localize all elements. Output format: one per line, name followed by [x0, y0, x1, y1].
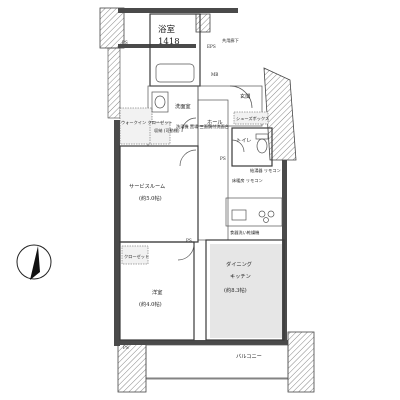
western-room-label: 洋室	[152, 288, 162, 296]
storage-label: 収納 (可動棚)	[154, 127, 180, 134]
hall-label: ホール	[207, 119, 223, 126]
door-swing-washroom	[181, 117, 197, 133]
stove-burner-3	[263, 217, 269, 223]
shoe-box-label: シューズボックス	[236, 115, 269, 122]
stove-burner-2	[267, 210, 275, 218]
toilet-label: トイレ	[236, 138, 252, 144]
hot-water-label: 給湯器 リモコン	[250, 167, 281, 174]
service-room	[119, 145, 199, 243]
bath-size: 1418	[158, 37, 180, 47]
mb-label: MB	[211, 72, 218, 77]
column-bottom-left	[117, 339, 147, 393]
kitchen-counter	[225, 197, 283, 227]
bath-label: 浴室	[158, 24, 176, 35]
column-bottom-right	[287, 331, 315, 393]
dining-kitchen-size: (約8.3帖)	[224, 286, 247, 294]
corridor-label: 共用廊下	[222, 37, 239, 44]
wall-left	[114, 120, 120, 346]
balcony-label: バルコニー	[236, 353, 262, 360]
washbasin	[151, 91, 169, 113]
ps-mid-label: PS	[220, 156, 226, 161]
bathtub	[155, 63, 195, 83]
door-swing-service	[179, 149, 197, 167]
service-room-label: サービスルーム	[129, 182, 165, 190]
ps-top-label: PS	[122, 40, 128, 45]
door-swing-entrance	[229, 85, 253, 109]
dining-kitchen-label-2: キッチン	[230, 273, 251, 280]
entrance-label: 玄関	[240, 92, 250, 100]
toilet-bowl	[256, 138, 268, 154]
eps-label: EPS	[207, 44, 216, 49]
washroom-label: 洗面室	[175, 102, 191, 110]
stove-burner-1	[258, 210, 266, 218]
dining-kitchen-floor	[210, 244, 282, 338]
toilet-room	[231, 127, 273, 167]
walkin-closet-label: ウォークイン クローゼット	[121, 119, 173, 126]
service-room-size: (約5.0帖)	[139, 194, 162, 202]
column-top-left	[99, 7, 125, 49]
wall-top-bath	[118, 8, 238, 13]
dishwasher-label: 食器洗い乾燥機	[230, 229, 260, 236]
door-swing-western	[177, 243, 195, 261]
washbasin-bowl	[154, 95, 166, 109]
wardrobe-label: クローゼット	[124, 253, 149, 260]
north-marker	[16, 244, 52, 280]
wall-top-main	[118, 44, 196, 48]
balcony	[145, 344, 289, 380]
door-swing-toilet	[231, 139, 245, 153]
shoe-box	[233, 111, 269, 125]
ps-hall-label: PS	[186, 238, 192, 243]
western-room-size: (約4.0帖)	[139, 300, 162, 308]
western-closet	[121, 245, 149, 265]
wall-bottom	[114, 340, 288, 345]
column-left-upper	[107, 47, 121, 119]
toilet-tank	[255, 133, 269, 140]
storage-closet	[149, 121, 171, 145]
walkin-closet	[119, 107, 153, 145]
dining-kitchen-room	[205, 239, 285, 341]
ps-bottom-label: PS	[123, 345, 129, 350]
linen-label: 洗濯機 置場 三面鏡付洗面台	[176, 123, 229, 130]
column-right-upper	[263, 67, 297, 161]
column-top-mid	[195, 13, 211, 33]
dining-kitchen-label-1: ダイニング	[226, 260, 252, 268]
floor-heat-label: 床暖房 リモコン	[232, 177, 263, 184]
sink	[231, 209, 247, 221]
western-room	[119, 241, 195, 341]
